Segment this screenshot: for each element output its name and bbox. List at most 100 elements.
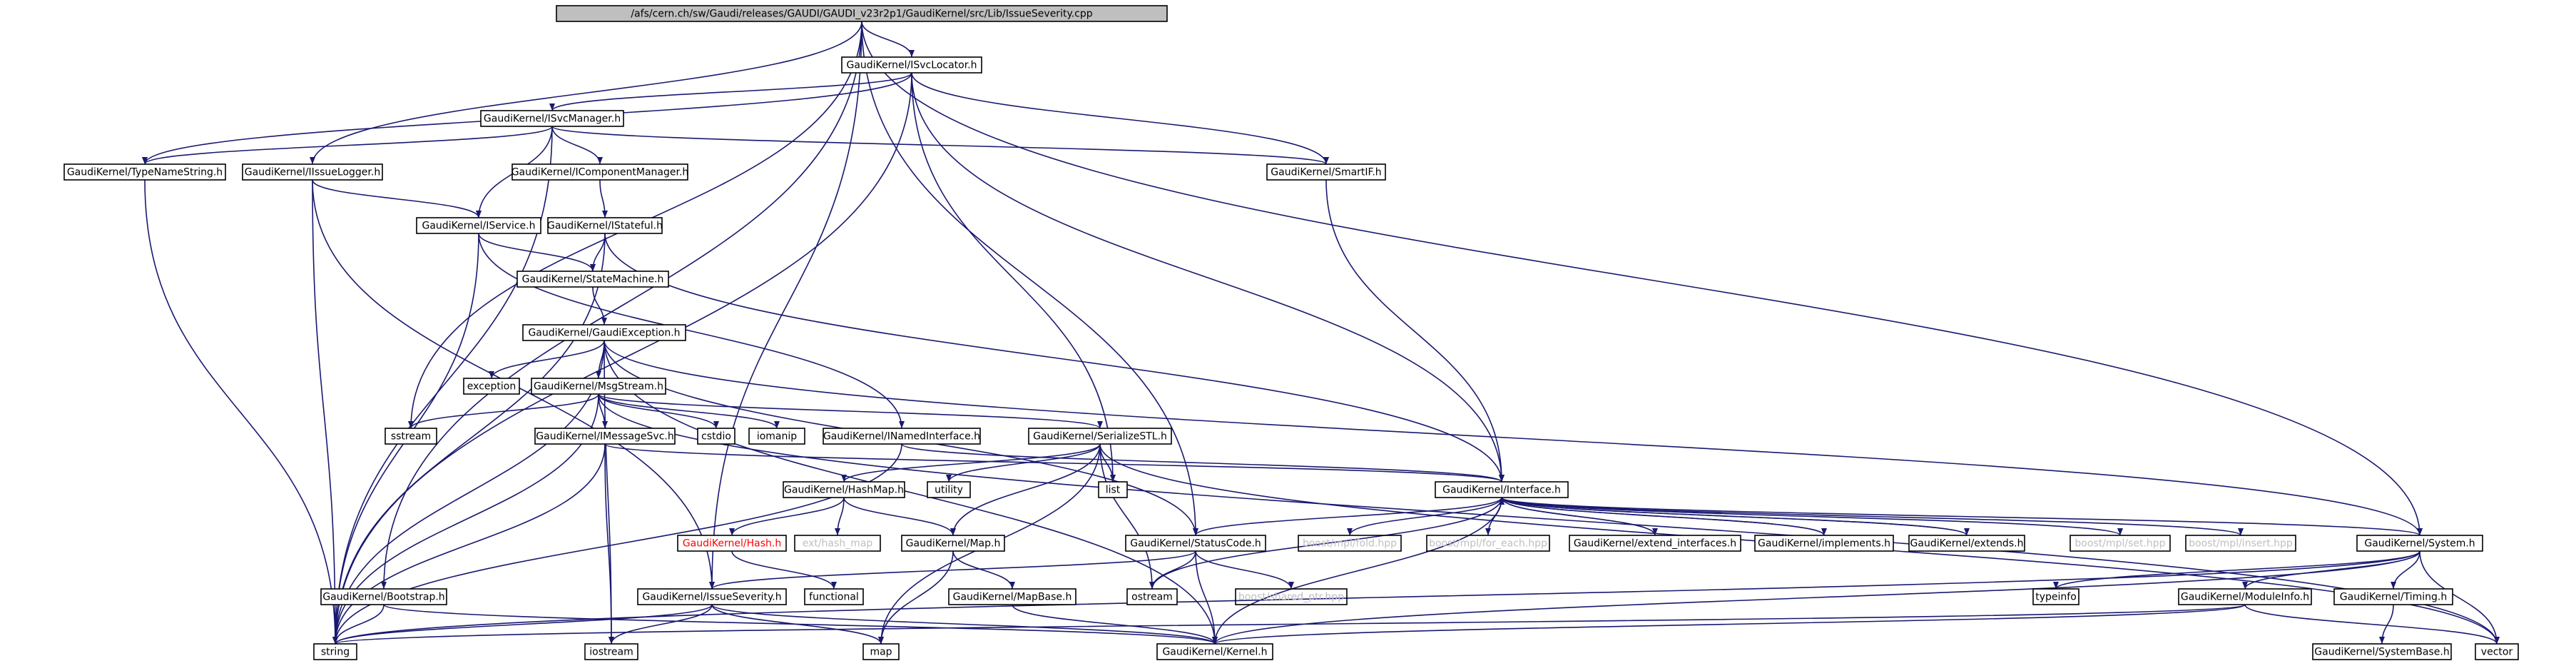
node-box	[1435, 481, 1569, 498]
node-extends[interactable]: GaudiKernel/extends.h	[1908, 535, 2025, 552]
node-string[interactable]: string	[313, 643, 357, 660]
edge-smartif-to-interface	[1325, 179, 1505, 483]
node-map[interactable]: map	[862, 643, 900, 660]
edge-isvclocator-to-list	[911, 72, 1116, 483]
node-mplinsert: boost/mpl/insert.hpp	[2185, 535, 2296, 552]
edge-typenamestring-to-string	[144, 179, 338, 645]
node-box	[1028, 428, 1172, 445]
node-utility[interactable]: utility	[927, 481, 971, 498]
node-label: GaudiKernel/GaudiException.h	[528, 328, 680, 339]
node-box	[748, 428, 805, 445]
node-box	[1754, 535, 1894, 552]
node-box	[823, 428, 981, 445]
node-issueseverity[interactable]: GaudiKernel/IssueSeverity.h	[637, 588, 787, 605]
node-exthashmap: ext/hash_map	[794, 535, 881, 552]
node-label: GaudiKernel/IStateful.h	[547, 221, 663, 232]
node-functional[interactable]: functional	[804, 588, 864, 605]
node-ostream[interactable]: ostream	[1126, 588, 1178, 605]
node-moduleinfo[interactable]: GaudiKernel/ModuleInfo.h	[2178, 588, 2312, 605]
node-mplset: boost/mpl/set.hpp	[2070, 535, 2171, 552]
node-label: GaudiKernel/IMessageSvc.h	[536, 431, 673, 443]
node-iservice[interactable]: GaudiKernel/IService.h	[416, 217, 541, 234]
node-box	[1569, 535, 1741, 552]
node-label: GaudiKernel/IService.h	[422, 221, 536, 232]
node-msgstream[interactable]: GaudiKernel/MsgStream.h	[531, 378, 666, 395]
edge-isvclocator-to-string	[332, 72, 912, 645]
node-label: iomanip	[757, 431, 797, 443]
node-label: string	[321, 647, 350, 658]
node-root[interactable]: /afs/cern.ch/sw/Gaudi/releases/GAUDI/GAU…	[556, 5, 1168, 22]
node-vector[interactable]: vector	[2475, 643, 2519, 660]
node-label: GaudiKernel/SerializeSTL.h	[1033, 431, 1167, 443]
node-iomanip[interactable]: iomanip	[748, 428, 805, 445]
node-imessagesvc[interactable]: GaudiKernel/IMessageSvc.h	[534, 428, 676, 445]
node-exception[interactable]: exception	[463, 378, 520, 395]
node-label: iostream	[589, 647, 633, 658]
node-box	[1266, 163, 1386, 181]
node-label: GaudiKernel/implements.h	[1758, 538, 1890, 550]
edge-imessagesvc-to-string	[332, 443, 606, 645]
node-icomponentmanager[interactable]: GaudiKernel/IComponentManager.h	[511, 163, 689, 181]
edge-system-to-typeinfo	[2053, 550, 2420, 590]
node-label: sstream	[391, 431, 431, 443]
edge-hashmap-to-map_h	[843, 497, 956, 536]
node-label: boost/mpl/set.hpp	[2074, 538, 2165, 550]
node-box	[927, 481, 971, 498]
node-interface[interactable]: GaudiKernel/Interface.h	[1435, 481, 1569, 498]
node-iostream[interactable]: iostream	[584, 643, 638, 660]
node-mplfold: boost/mpl/fold.hpp	[1298, 535, 1402, 552]
node-bootstrap[interactable]: GaudiKernel/Bootstrap.h	[320, 588, 447, 605]
node-list[interactable]: list	[1098, 481, 1128, 498]
node-label: GaudiKernel/IIssueLogger.h	[245, 167, 380, 178]
node-kernel[interactable]: GaudiKernel/Kernel.h	[1156, 643, 1273, 660]
node-timing[interactable]: GaudiKernel/Timing.h	[2333, 588, 2453, 605]
edge-issueseverity-to-iostream	[609, 604, 713, 645]
node-implements[interactable]: GaudiKernel/implements.h	[1754, 535, 1894, 552]
edge-serializestl-to-hashmap	[841, 443, 1101, 483]
node-smartif[interactable]: GaudiKernel/SmartIF.h	[1266, 163, 1386, 181]
node-label: GaudiKernel/Interface.h	[1442, 485, 1561, 496]
edge-system-to-string	[332, 550, 2420, 645]
node-sstream[interactable]: sstream	[385, 428, 437, 445]
node-inamedinterface[interactable]: GaudiKernel/INamedInterface.h	[823, 428, 981, 445]
edge-isvclocator-to-isvcmanager	[549, 72, 912, 111]
edge-imessagesvc-to-interface	[604, 443, 1505, 483]
edge-hashmap-to-exthashmap	[835, 497, 845, 536]
node-iissuelogger[interactable]: GaudiKernel/IIssueLogger.h	[242, 163, 383, 181]
node-label: GaudiKernel/MapBase.h	[953, 592, 1072, 603]
edge-serializestl-to-ostream	[1099, 443, 1155, 590]
node-isvclocator[interactable]: GaudiKernel/ISvcLocator.h	[841, 56, 982, 74]
node-serializestl[interactable]: GaudiKernel/SerializeSTL.h	[1028, 428, 1172, 445]
node-box	[385, 428, 437, 445]
edge-extendinterfaces-to-interface	[1499, 497, 1656, 536]
node-label: GaudiKernel/SmartIF.h	[1271, 167, 1381, 178]
edge-iservice-to-statemachine	[478, 233, 596, 272]
node-label: GaudiKernel/MsgStream.h	[534, 381, 663, 393]
node-label: GaudiKernel/ModuleInfo.h	[2181, 592, 2309, 603]
node-box	[1908, 535, 2025, 552]
node-hashmap[interactable]: GaudiKernel/HashMap.h	[783, 481, 905, 498]
node-system[interactable]: GaudiKernel/System.h	[2356, 535, 2483, 552]
node-isvcmanager[interactable]: GaudiKernel/ISvcManager.h	[480, 110, 624, 127]
node-label: GaudiKernel/Map.h	[906, 538, 1001, 550]
node-typenamestring[interactable]: GaudiKernel/TypeNameString.h	[63, 163, 226, 181]
node-statemachine[interactable]: GaudiKernel/StateMachine.h	[516, 271, 669, 288]
node-box	[313, 643, 357, 660]
node-gaudiexception[interactable]: GaudiKernel/GaudiException.h	[522, 324, 686, 341]
edge-gaudiexception-to-string	[332, 340, 605, 645]
edge-interface-to-kernel	[1212, 497, 1502, 645]
node-cstdio[interactable]: cstdio	[697, 428, 735, 445]
node-box	[463, 378, 520, 395]
node-typeinfo[interactable]: typeinfo	[2032, 588, 2079, 605]
node-systembase[interactable]: GaudiKernel/SystemBase.h	[2312, 643, 2452, 660]
node-label: GaudiKernel/extend_interfaces.h	[1574, 538, 1736, 550]
node-mapbase[interactable]: GaudiKernel/MapBase.h	[948, 588, 1076, 605]
node-statuscode[interactable]: GaudiKernel/StatusCode.h	[1125, 535, 1266, 552]
node-extendinterfaces[interactable]: GaudiKernel/extend_interfaces.h	[1569, 535, 1741, 552]
node-istateful[interactable]: GaudiKernel/IStateful.h	[547, 217, 663, 234]
node-label: vector	[2481, 647, 2513, 658]
edge-system-to-kernel	[1212, 550, 2420, 645]
node-hash[interactable]: GaudiKernel/Hash.h	[677, 535, 787, 552]
node-map_h[interactable]: GaudiKernel/Map.h	[901, 535, 1005, 552]
edge-root-to-iissuelogger	[310, 21, 862, 165]
